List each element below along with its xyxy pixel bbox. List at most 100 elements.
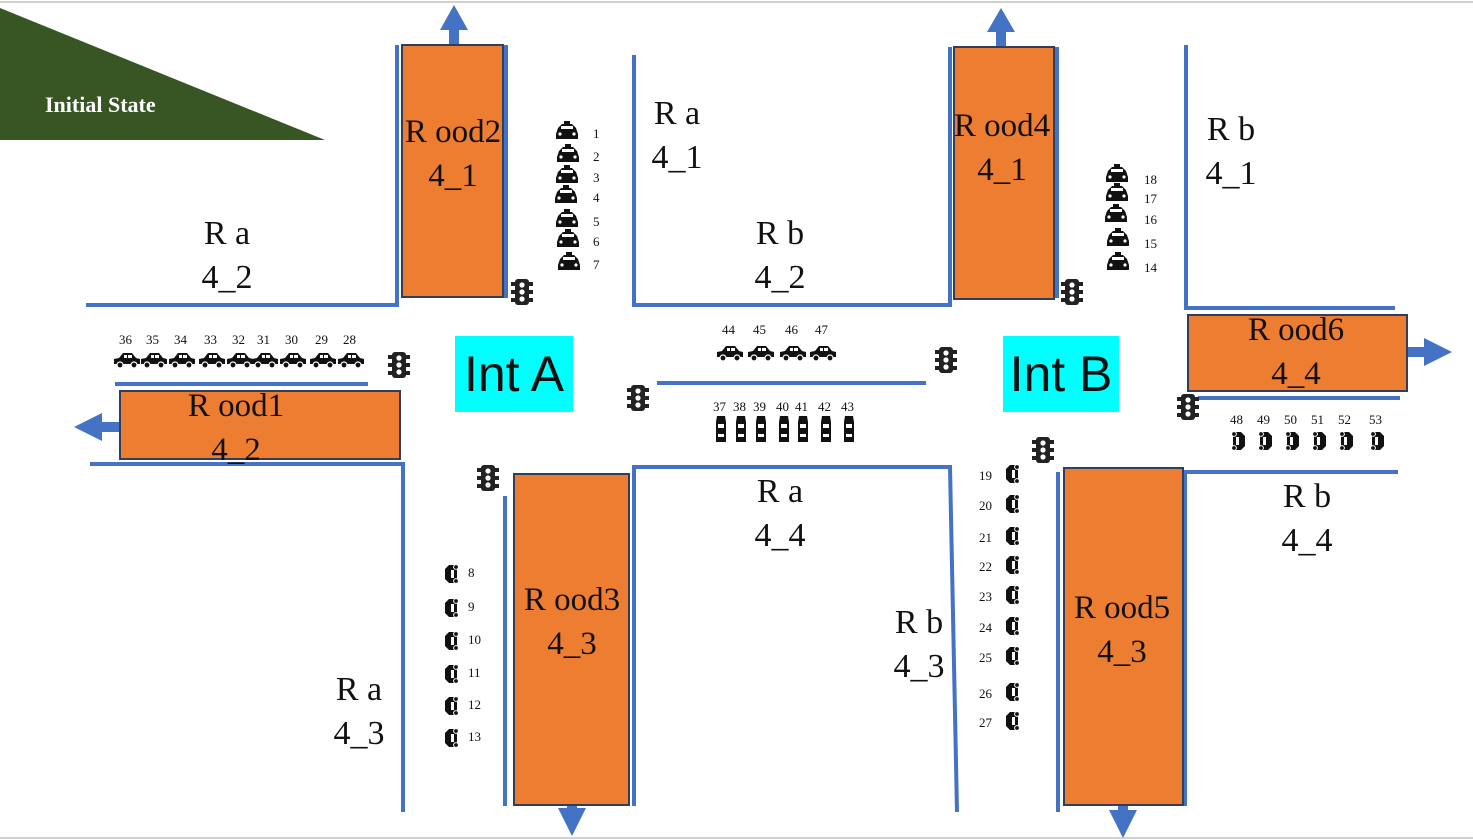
traffic-light-icon (1177, 394, 1199, 420)
vehicle-number: 34 (174, 332, 188, 347)
car-front-icon (556, 121, 578, 139)
intersection-a: Int A (455, 336, 573, 412)
car-front-icon (1107, 252, 1129, 270)
vehicle-number: 28 (343, 332, 356, 347)
car-side-icon (810, 346, 836, 362)
vehicle-number: 51 (1311, 412, 1324, 427)
car-front-icon (1105, 204, 1127, 222)
vehicle-number: 4 (593, 190, 600, 205)
car-side-icon (748, 346, 774, 362)
vehicle-number: 50 (1284, 412, 1297, 427)
link-rood6 (1187, 314, 1408, 392)
car-rear-icon (1231, 431, 1245, 451)
vehicle-number: 53 (1369, 412, 1382, 427)
vehicle-number: 40 (776, 399, 789, 414)
car-side-icon (252, 353, 278, 369)
vehicle-number: 14 (1144, 260, 1158, 275)
vehicle-number: 32 (232, 332, 245, 347)
vehicle-number: 20 (979, 498, 992, 513)
car-rear-icon (1006, 682, 1020, 702)
car-rear-icon (1006, 464, 1020, 484)
car-top-icon (756, 416, 766, 442)
vehicle-number: 1 (593, 126, 600, 141)
car-rear-icon (445, 598, 459, 618)
link-rood1 (119, 390, 401, 460)
vehicle-number: 10 (468, 632, 481, 647)
vehicle-number: 36 (119, 332, 133, 347)
vehicle-number: 13 (468, 729, 481, 744)
vehicle-number: 21 (979, 530, 992, 545)
car-side-icon (227, 353, 253, 369)
intersection-b: Int B (1003, 336, 1119, 412)
car-side-icon (780, 346, 806, 362)
car-rear-icon (1258, 431, 1272, 451)
car-rear-icon (1006, 585, 1020, 605)
car-rear-icon (445, 696, 459, 716)
car-rear-icon (1285, 431, 1299, 451)
vehicle-number: 3 (593, 170, 600, 185)
vehicle-number: 52 (1338, 412, 1351, 427)
car-top-icon (779, 416, 789, 442)
vehicle-number: 17 (1144, 191, 1158, 206)
car-top-icon (844, 416, 854, 442)
vehicle-number: 9 (468, 599, 475, 614)
link-rood2 (401, 44, 504, 298)
car-rear-icon (1006, 555, 1020, 575)
vehicle-number: 42 (818, 399, 831, 414)
vehicle-number: 41 (795, 399, 808, 414)
car-front-icon (556, 209, 578, 227)
car-side-icon (199, 353, 225, 369)
banner-title: Initial State (45, 92, 156, 117)
car-front-icon (558, 252, 580, 270)
vehicle-number: 16 (1144, 212, 1158, 227)
initial-state-banner (0, 8, 325, 140)
car-front-icon (555, 185, 577, 203)
car-side-icon (169, 353, 195, 369)
road-lines (86, 45, 1400, 813)
vehicle-number: 24 (979, 620, 993, 635)
car-side-icon (114, 353, 140, 369)
car-side-icon (280, 353, 306, 369)
traffic-light-icon (511, 279, 533, 305)
vehicle-number: 33 (204, 332, 217, 347)
vehicle-number: 11 (468, 665, 481, 680)
car-rear-icon (445, 728, 459, 748)
car-side-icon (310, 353, 336, 369)
vehicle-number: 30 (285, 332, 298, 347)
vehicle-number: 5 (593, 214, 600, 229)
car-top-icon (716, 416, 726, 442)
vehicle-number: 15 (1144, 236, 1157, 251)
car-rear-icon (445, 631, 459, 651)
vehicle-number: 22 (979, 559, 992, 574)
vehicle-number: 2 (593, 149, 600, 164)
vehicle-number: 43 (841, 399, 854, 414)
car-side-icon (141, 353, 167, 369)
car-rear-icon (1006, 646, 1020, 666)
vehicle-number: 7 (593, 257, 600, 272)
vehicle-number: 18 (1144, 172, 1157, 187)
car-top-icon (821, 416, 831, 442)
car-rear-icon (1006, 526, 1020, 546)
link-rood5 (1063, 467, 1184, 806)
vehicle-number: 35 (146, 332, 159, 347)
vehicle-number: 31 (257, 332, 270, 347)
vehicle-number: 49 (1257, 412, 1270, 427)
car-side-icon (717, 346, 743, 362)
car-top-icon (798, 416, 808, 442)
vehicle-number: 48 (1230, 412, 1243, 427)
car-rear-icon (1339, 431, 1353, 451)
vehicle-number: 37 (713, 399, 727, 414)
car-rear-icon (1006, 494, 1020, 514)
traffic-light-icon (477, 465, 499, 491)
vehicle-number: 6 (593, 234, 600, 249)
traffic-lights (388, 279, 1199, 491)
